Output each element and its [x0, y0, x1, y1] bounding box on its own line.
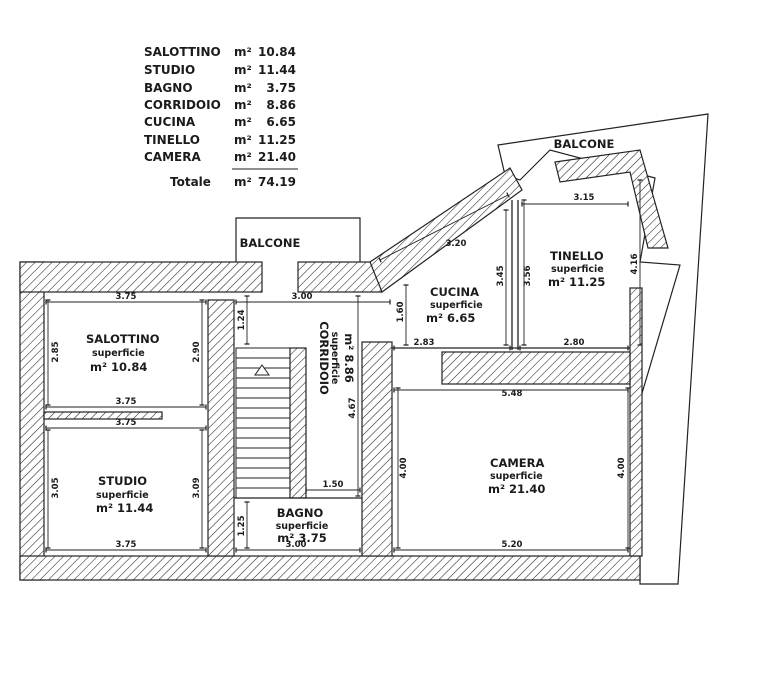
dim-salottino-left: 2.85 [51, 341, 61, 362]
table-row: STUDIO m² 11.44 [144, 63, 296, 77]
wall-stairs-right [289, 347, 307, 499]
dim-cucina-right: 3.45 [496, 265, 506, 286]
room-bagno-name: BAGNO [277, 506, 324, 520]
dim-studio-right: 3.09 [192, 477, 202, 498]
dim-corridoio-right: 4.67 [348, 397, 358, 418]
room-cucina-sub: superficie [430, 300, 483, 311]
table-room-label: CORRIDOIO [144, 98, 221, 112]
dim-bagno-left: 1.25 [237, 515, 247, 536]
table-value: 3.75 [266, 81, 296, 95]
dim-corridoio-left: 1.24 [237, 309, 247, 330]
table-unit: m² [234, 150, 252, 164]
dim-tinello-left: 3.56 [523, 265, 533, 286]
balcony-left-outline [235, 217, 361, 262]
wall-corridor-right [361, 341, 393, 557]
dimension-labels: 3.75 3.75 2.85 2.90 3.75 3.75 3.05 3.09 … [51, 193, 640, 550]
wall-tinello-top [554, 149, 669, 249]
table-row: CUCINA m² 6.65 [144, 115, 296, 129]
room-salottino-area: m² 10.84 [90, 360, 147, 374]
table-value: 6.65 [266, 115, 296, 129]
dim-corridoio-top: 3.00 [292, 292, 313, 302]
table-value: 21.40 [258, 150, 296, 164]
table-value: 8.86 [266, 98, 296, 112]
room-cucina-area: m² 6.65 [426, 311, 475, 325]
room-tinello-sub: superficie [551, 264, 604, 275]
table-row: BAGNO m² 3.75 [144, 81, 296, 95]
dim-camera-left: 4.00 [399, 457, 409, 478]
room-studio-area: m² 11.44 [96, 501, 153, 515]
room-studio-sub: superficie [96, 490, 149, 501]
dim-studio-top: 3.75 [116, 418, 137, 428]
table-row: CAMERA m² 21.40 [144, 150, 296, 164]
dim-studio-bottom: 3.75 [116, 540, 137, 550]
table-unit: m² [234, 81, 252, 95]
dim-salottino-bottom: 3.75 [116, 397, 137, 407]
wall-outer-bottom [19, 555, 641, 581]
room-bagno-sub: superficie [276, 521, 329, 532]
table-row: SALOTTINO m² 10.84 [144, 45, 296, 59]
total-label: Totale [170, 175, 211, 189]
dim-cucina-left: 1.60 [396, 301, 406, 322]
room-camera-name: CAMERA [490, 456, 544, 470]
wall-top-middle [297, 261, 383, 293]
total-unit: m² [234, 175, 252, 189]
wall-camera-top [441, 351, 631, 385]
total-value: 74.19 [258, 175, 296, 189]
dim-studio-left: 3.05 [51, 477, 61, 498]
wall-top-left [19, 261, 263, 293]
balcony-right-outline [497, 113, 709, 585]
wall-inner-left [207, 299, 235, 557]
table-unit: m² [234, 98, 252, 112]
wall-partition-salottino [43, 411, 163, 420]
table-room-label: SALOTTINO [144, 45, 221, 59]
room-balcone-right: BALCONE [554, 137, 615, 151]
wall-outer-left [19, 261, 45, 581]
dim-tinello-right: 4.16 [630, 253, 640, 274]
table-room-label: CUCINA [144, 115, 196, 129]
staircase [235, 347, 291, 499]
dim-camera-bottom: 5.20 [502, 540, 523, 550]
table-value: 10.84 [258, 45, 296, 59]
table-row: CORRIDOIO m² 8.86 [144, 98, 296, 112]
dim-salottino-top: 3.75 [116, 292, 137, 302]
dim-cucina-diagonal: 3.20 [446, 239, 467, 249]
table-room-label: CAMERA [144, 150, 201, 164]
room-cucina-name: CUCINA [430, 285, 479, 299]
room-corridoio-sub: superficie [329, 332, 340, 385]
table-room-label: STUDIO [144, 63, 195, 77]
table-total-row: Totale m² 74.19 [170, 175, 296, 189]
room-tinello-name: TINELLO [550, 249, 604, 263]
room-salottino-name: SALOTTINO [86, 332, 160, 346]
table-value: 11.44 [258, 63, 296, 77]
dim-bagno-bottom: 3.00 [286, 540, 307, 550]
room-camera-sub: superficie [490, 471, 543, 482]
dim-camera-top: 5.48 [502, 389, 523, 399]
table-room-label: BAGNO [144, 81, 193, 95]
room-tinello-area: m² 11.25 [548, 275, 605, 289]
dim-camera-right: 4.00 [617, 457, 627, 478]
room-labels: BALCONE BALCONE SALOTTINO superficie m² … [86, 137, 614, 545]
dim-tinello-top: 3.15 [574, 193, 595, 203]
dim-bagno-width: 1.50 [323, 480, 344, 490]
table-value: 11.25 [258, 133, 296, 147]
dimension-lines [45, 179, 643, 553]
dim-salottino-right: 2.90 [192, 341, 202, 362]
room-bagno-area: m² 3.75 [277, 531, 326, 545]
table-unit: m² [234, 63, 252, 77]
dim-cucina-bottom: 2.83 [414, 338, 435, 348]
room-salottino-sub: superficie [92, 348, 145, 359]
dim-tinello-bottom: 2.80 [564, 338, 585, 348]
room-corridoio-name: CORRIDOIO [317, 321, 331, 395]
area-table: SALOTTINO m² 10.84 STUDIO m² 11.44 BAGNO… [144, 45, 298, 189]
table-unit: m² [234, 45, 252, 59]
room-balcone-left: BALCONE [240, 236, 301, 250]
table-room-label: TINELLO [144, 133, 200, 147]
room-corridoio-area: m² 8.86 [342, 333, 356, 382]
room-camera-area: m² 21.40 [488, 482, 545, 496]
table-unit: m² [234, 115, 252, 129]
table-unit: m² [234, 133, 252, 147]
table-row: TINELLO m² 11.25 [144, 133, 296, 147]
room-studio-name: STUDIO [98, 474, 147, 488]
